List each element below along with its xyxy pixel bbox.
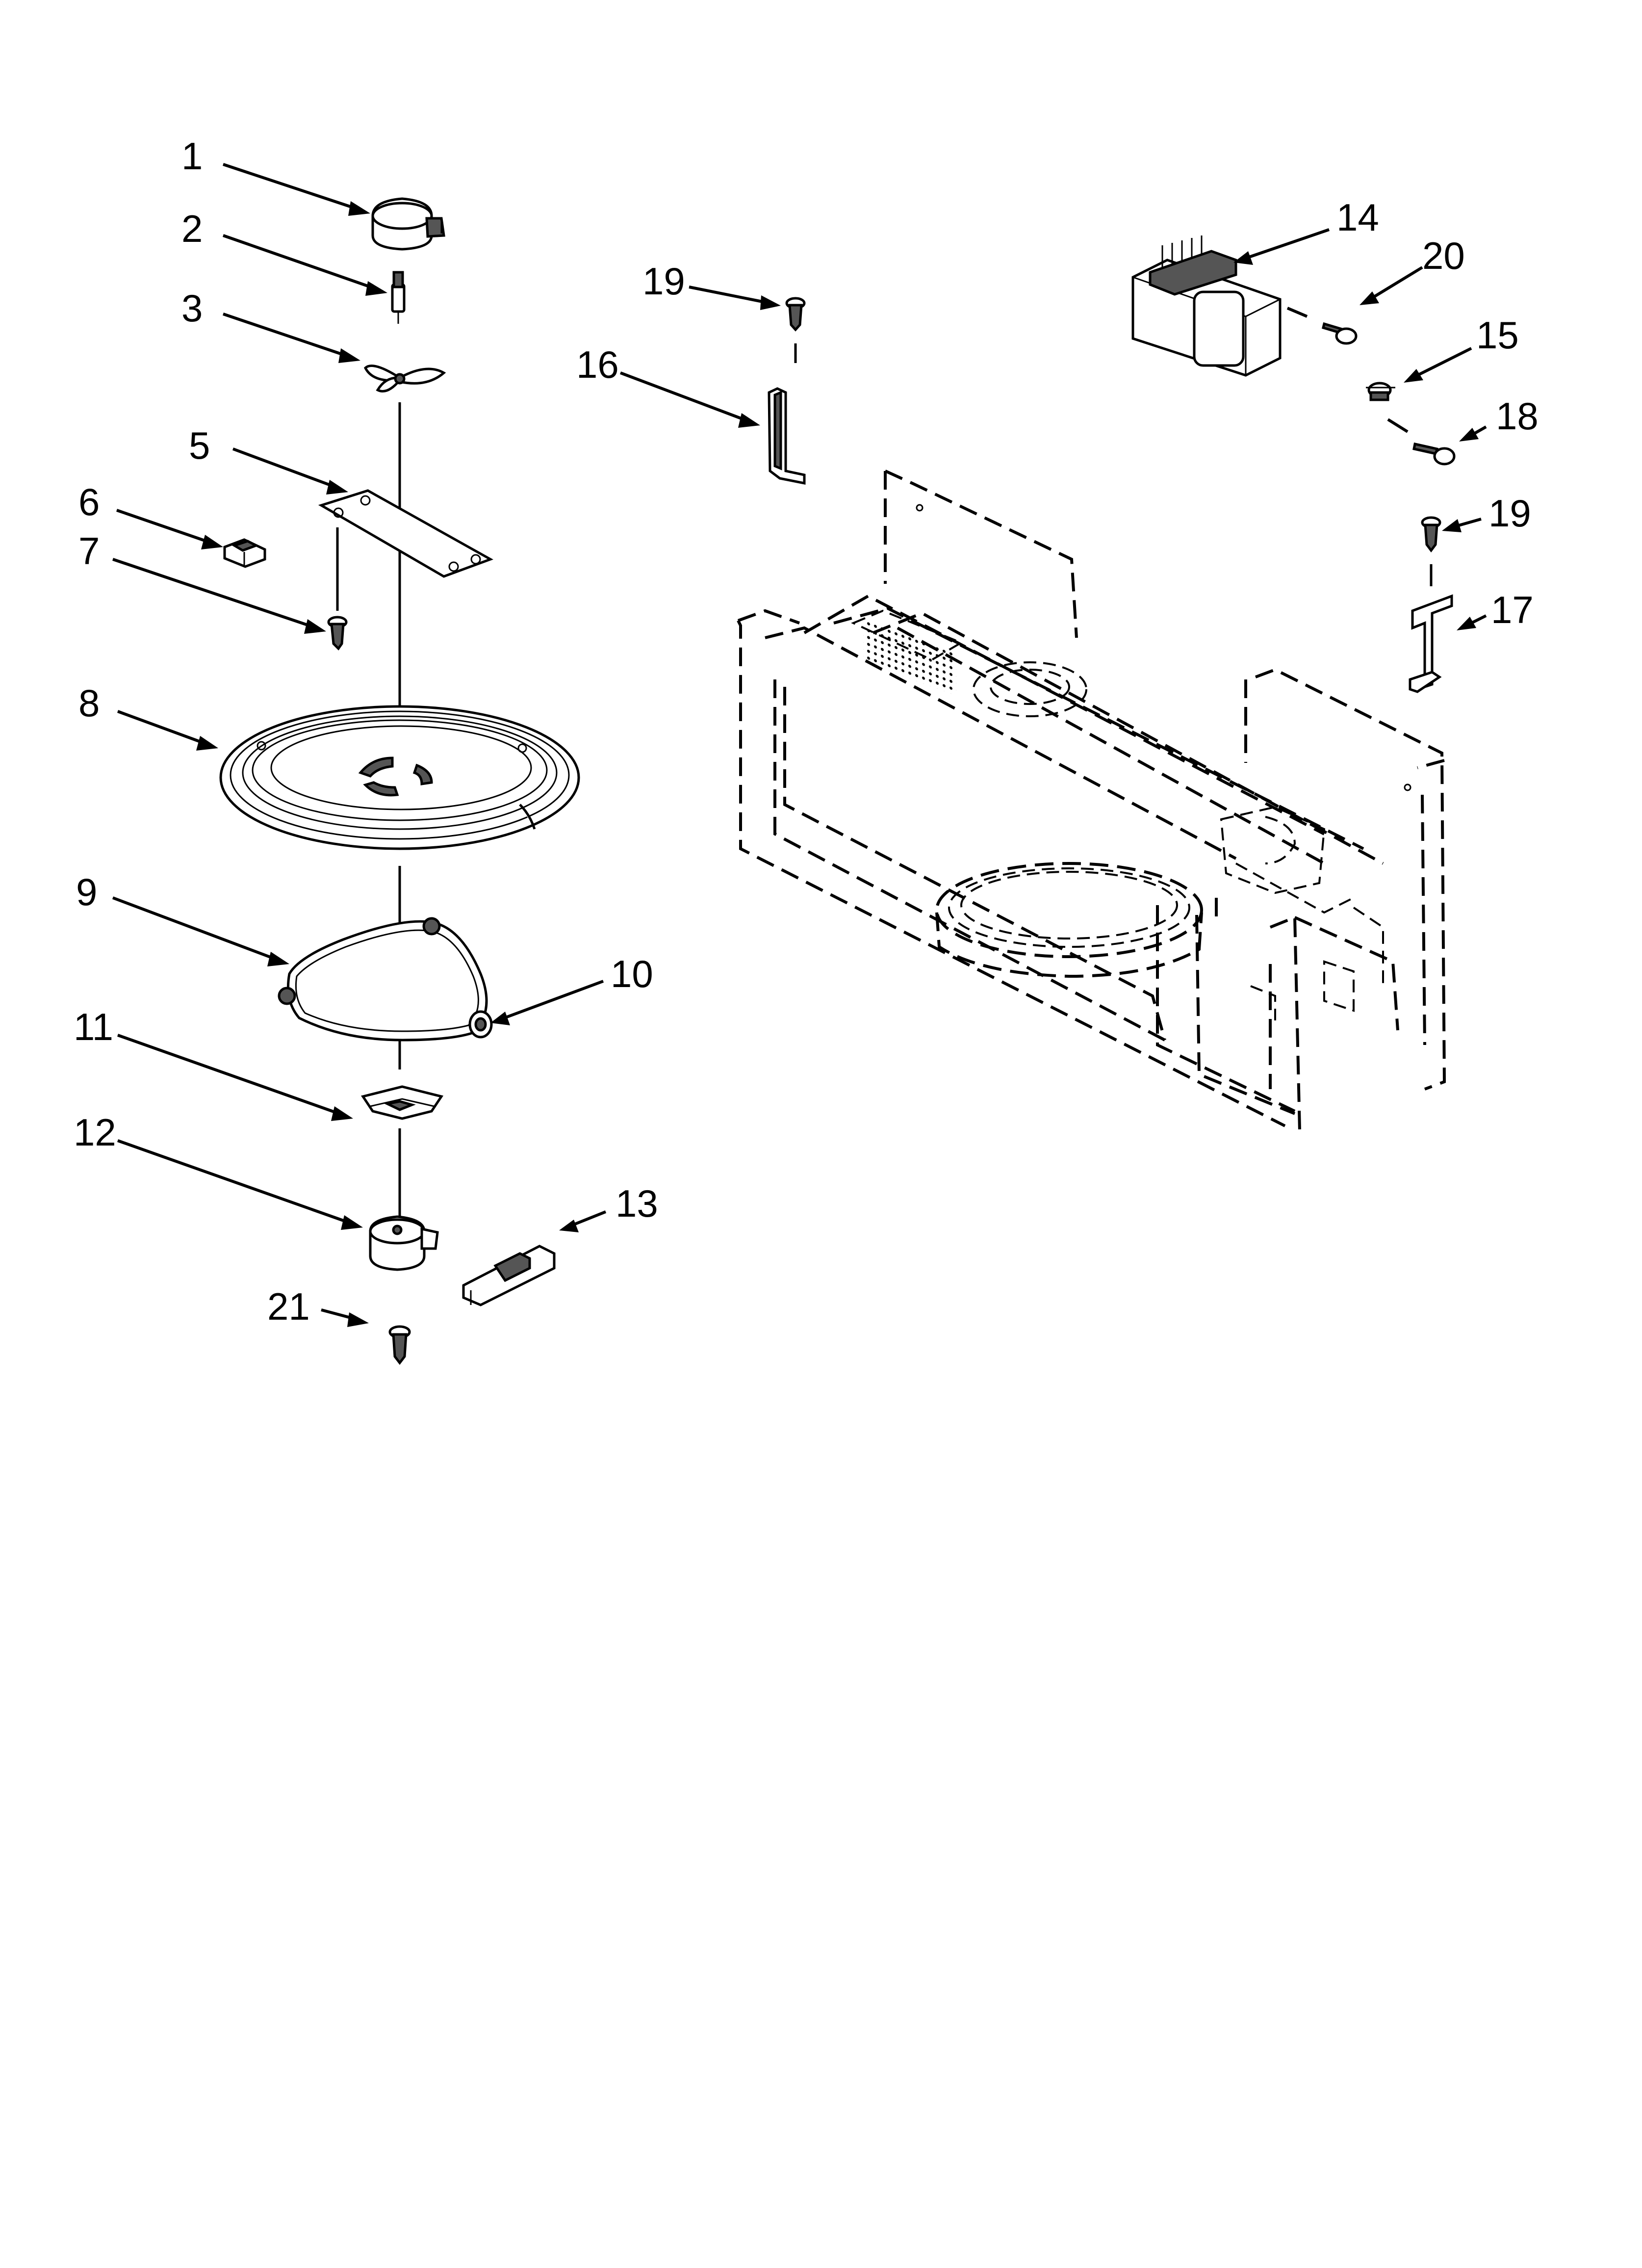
callout-12: 12 [74,1111,116,1154]
leader-10 [499,980,604,1021]
cover-plate-icon [318,489,493,578]
screw-icon-upper [785,297,806,332]
leader-5 [232,447,339,490]
arrowhead-17 [1457,617,1476,630]
callout-11: 11 [74,1005,113,1048]
callout-2: 2 [181,207,203,250]
leader-3 [223,313,351,359]
screw-icon-bottom [388,1325,411,1365]
turntable-motor-icon [369,1215,439,1271]
callout-15: 15 [1476,313,1519,357]
callout-5: 5 [189,424,210,467]
leader-lines [112,163,1487,1327]
leader-14 [1243,228,1330,261]
arrowhead-18 [1459,428,1479,442]
leader-2 [223,234,378,291]
leader-20 [1367,266,1423,302]
arrowhead-16 [738,413,760,428]
thermal-cutout-icon [1366,382,1395,401]
transformer-icon [1131,235,1282,377]
arrowhead-12 [341,1215,363,1230]
callout-18: 18 [1496,394,1539,438]
callout-21: 21 [267,1285,310,1328]
leader-6 [116,509,214,545]
arrowhead-20 [1360,291,1379,305]
callout-14: 14 [1336,196,1379,239]
arrowhead-1 [348,201,370,216]
screw-18-axis [1387,418,1409,433]
stirrer-motor-icon [371,197,445,251]
callout-17: 17 [1491,588,1534,631]
screw-icon-18 [1412,443,1456,466]
leader-1 [223,163,361,211]
clip-icon [223,538,266,568]
coupler-icon [391,271,406,324]
screw-icon-20 [1321,322,1358,345]
callout-10: 10 [611,952,653,995]
bracket-icon-16 [768,387,806,485]
arrowhead-8 [196,736,218,751]
arrowhead-14 [1233,251,1253,265]
screw-icon [327,616,348,651]
arrowhead-13 [559,1220,579,1232]
callout-20: 20 [1422,234,1465,277]
bracket-icon-17 [1409,594,1453,693]
callout-3: 3 [181,287,203,330]
arrowhead-19a [760,295,781,310]
roller-icon [468,1010,493,1039]
arrowhead-9 [267,952,289,966]
callout-7: 7 [78,529,100,573]
turntable-tray-icon [219,705,580,850]
turntable-coupler-icon [360,1085,444,1120]
leader-16 [619,371,751,423]
leader-15 [1411,347,1472,379]
screw-icon-19-right [1421,516,1441,553]
callout-labels: 1 2 3 5 6 7 8 9 10 11 12 13 21 19 16 14 … [74,134,1539,1328]
callout-6: 6 [78,480,100,523]
arrowhead-10 [490,1012,510,1025]
arrowhead-6 [201,535,223,549]
arrowhead-3 [338,348,360,363]
arrowhead-5 [326,480,348,495]
arrowhead-15 [1404,369,1423,383]
leader-8 [117,710,209,746]
screw-20-axis [1286,307,1308,318]
vent-mesh-pattern [863,617,956,696]
callout-8: 8 [78,681,100,725]
stirrer-blade-icon [363,365,446,392]
callout-13: 13 [616,1182,658,1225]
arrowhead-7 [304,619,326,634]
leader-11 [117,1034,344,1117]
leader-12 [117,1139,354,1225]
callout-1: 1 [181,134,203,178]
callout-16: 16 [576,343,619,386]
leader-7 [112,558,317,629]
arrowhead-19b [1442,519,1462,532]
arrowhead-2 [365,281,387,296]
leader-19a [689,286,770,305]
connector-icon [462,1245,556,1306]
arrowhead-11 [331,1106,353,1121]
arrowhead-21 [347,1312,369,1327]
cabinet-outline-icon [737,469,1446,1131]
callout-19b: 19 [1488,492,1531,535]
leader-9 [112,896,281,962]
callout-19a: 19 [642,260,685,303]
callout-9: 9 [76,870,97,913]
roller-ring-icon [278,917,488,1042]
